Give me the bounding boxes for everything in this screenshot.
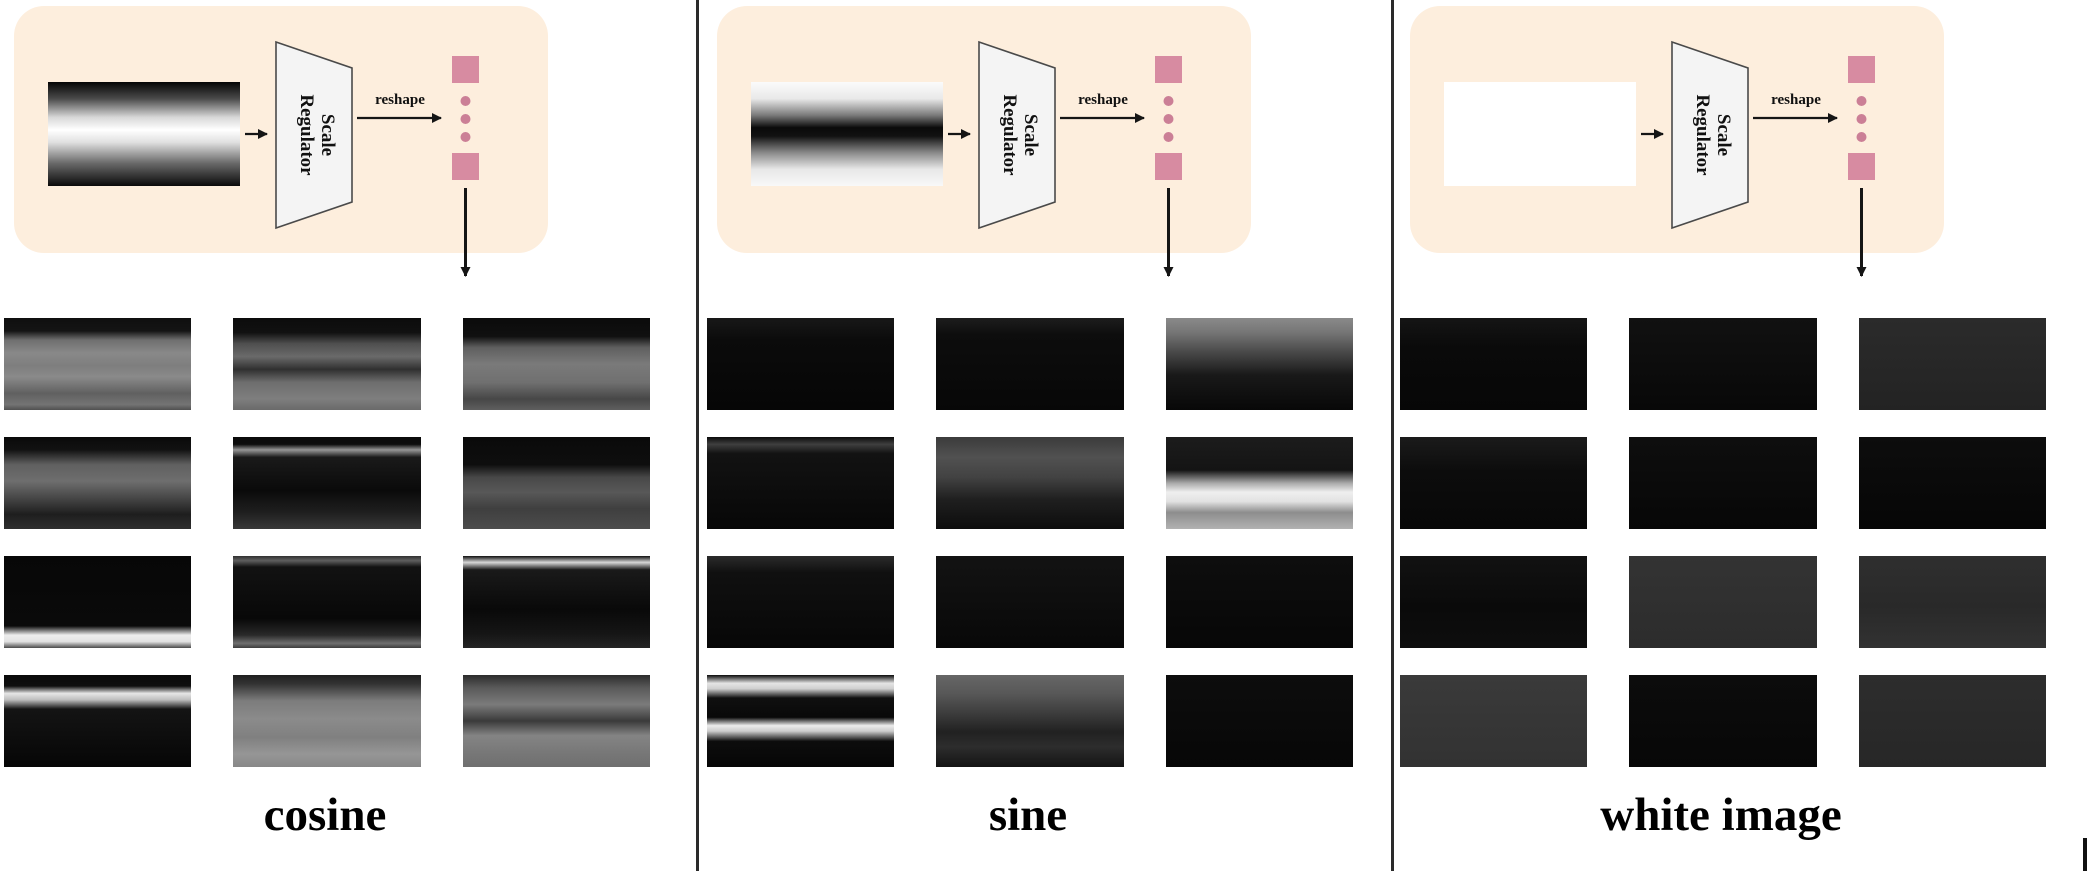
scale-regulator-trapezoid: [275, 40, 353, 230]
token-square-top: [1155, 56, 1182, 83]
encoder-diagram: Scale Regulator reshape: [703, 0, 1397, 312]
panel-divider: [696, 0, 699, 871]
token-dot: [460, 132, 471, 142]
input-image-cosine: [48, 82, 240, 186]
panel-sine: Scale Regulator reshape sine: [703, 0, 1397, 871]
token-dot: [460, 96, 471, 106]
feature-map-image: [1165, 437, 1353, 529]
panel-white-image: Scale Regulator reshape white image: [1396, 0, 2087, 871]
feature-map-image: [233, 437, 421, 529]
feature-map-image: [462, 675, 650, 767]
feature-map-grid-cosine: [4, 318, 650, 767]
panel-caption-cosine: cosine: [263, 789, 387, 841]
token-column: [1155, 56, 1182, 180]
feature-map-image: [936, 675, 1124, 767]
reshape-label: reshape: [1771, 92, 1821, 108]
token-dot: [1856, 96, 1867, 106]
feature-map-image: [1629, 675, 1817, 767]
feature-map-image: [1400, 318, 1588, 410]
feature-map-image: [233, 675, 421, 767]
diagram-art: [245, 40, 479, 277]
feature-map-image: [1400, 437, 1588, 529]
scale-regulator-label: Scale Regulator: [999, 94, 1041, 176]
feature-map-image: [707, 318, 895, 410]
token-square-bottom: [1155, 153, 1182, 180]
panel-caption-white-image: white image: [1600, 789, 1842, 841]
feature-map-image: [1858, 675, 2046, 767]
feature-map-image: [1165, 556, 1353, 648]
encoder-diagram: Scale Regulator reshape: [1396, 0, 2087, 312]
encoder-diagram: Scale Regulator reshape: [0, 0, 694, 312]
reshape-label: reshape: [375, 92, 425, 108]
token-dot: [1163, 96, 1174, 106]
reshape-label: reshape: [1078, 92, 1128, 108]
feature-map-image: [462, 437, 650, 529]
scale-regulator-trapezoid: [1671, 40, 1749, 230]
feature-map-image: [233, 318, 421, 410]
feature-map-image: [1165, 675, 1353, 767]
feature-map-image: [4, 437, 192, 529]
feature-map-image: [4, 556, 192, 648]
feature-map-image: [707, 556, 895, 648]
token-column: [452, 56, 479, 180]
token-square-bottom: [452, 153, 479, 180]
feature-map-image: [1858, 437, 2046, 529]
token-dot: [1163, 132, 1174, 142]
feature-map-image: [1858, 318, 2046, 410]
feature-map-image: [4, 318, 192, 410]
feature-map-grid-white-image: [1400, 318, 2046, 767]
scale-regulator-label: Scale Regulator: [1692, 94, 1734, 176]
token-square-top: [452, 56, 479, 83]
panel-cosine: Scale Regulator reshape cosine: [0, 0, 694, 871]
feature-map-image: [936, 556, 1124, 648]
diagram-art: [1641, 40, 1875, 277]
feature-map-image: [462, 318, 650, 410]
feature-map-image: [1629, 318, 1817, 410]
diagram-art: [948, 40, 1182, 277]
token-column: [1848, 56, 1875, 180]
panel-caption-sine: sine: [988, 789, 1068, 841]
feature-map-image: [707, 675, 895, 767]
feature-map-image: [462, 556, 650, 648]
input-image-sine: [751, 82, 943, 186]
feature-map-image: [936, 437, 1124, 529]
feature-map-image: [936, 318, 1124, 410]
scale-regulator-trapezoid: [978, 40, 1056, 230]
feature-map-image: [1629, 556, 1817, 648]
feature-map-image: [233, 556, 421, 648]
token-dot: [460, 114, 471, 124]
panel-divider: [1391, 0, 1394, 871]
token-dot: [1163, 114, 1174, 124]
input-image-white: [1444, 82, 1636, 186]
feature-map-grid-sine: [707, 318, 1353, 767]
feature-map-image: [1858, 556, 2046, 648]
token-square-top: [1848, 56, 1875, 83]
feature-map-image: [1400, 556, 1588, 648]
feature-map-image: [1629, 437, 1817, 529]
feature-map-image: [707, 437, 895, 529]
token-square-bottom: [1848, 153, 1875, 180]
scale-regulator-label: Scale Regulator: [296, 94, 338, 176]
crop-artifact-line: [2083, 838, 2087, 871]
feature-map-image: [1165, 318, 1353, 410]
token-dot: [1856, 132, 1867, 142]
feature-map-image: [4, 675, 192, 767]
token-dot: [1856, 114, 1867, 124]
feature-map-image: [1400, 675, 1588, 767]
